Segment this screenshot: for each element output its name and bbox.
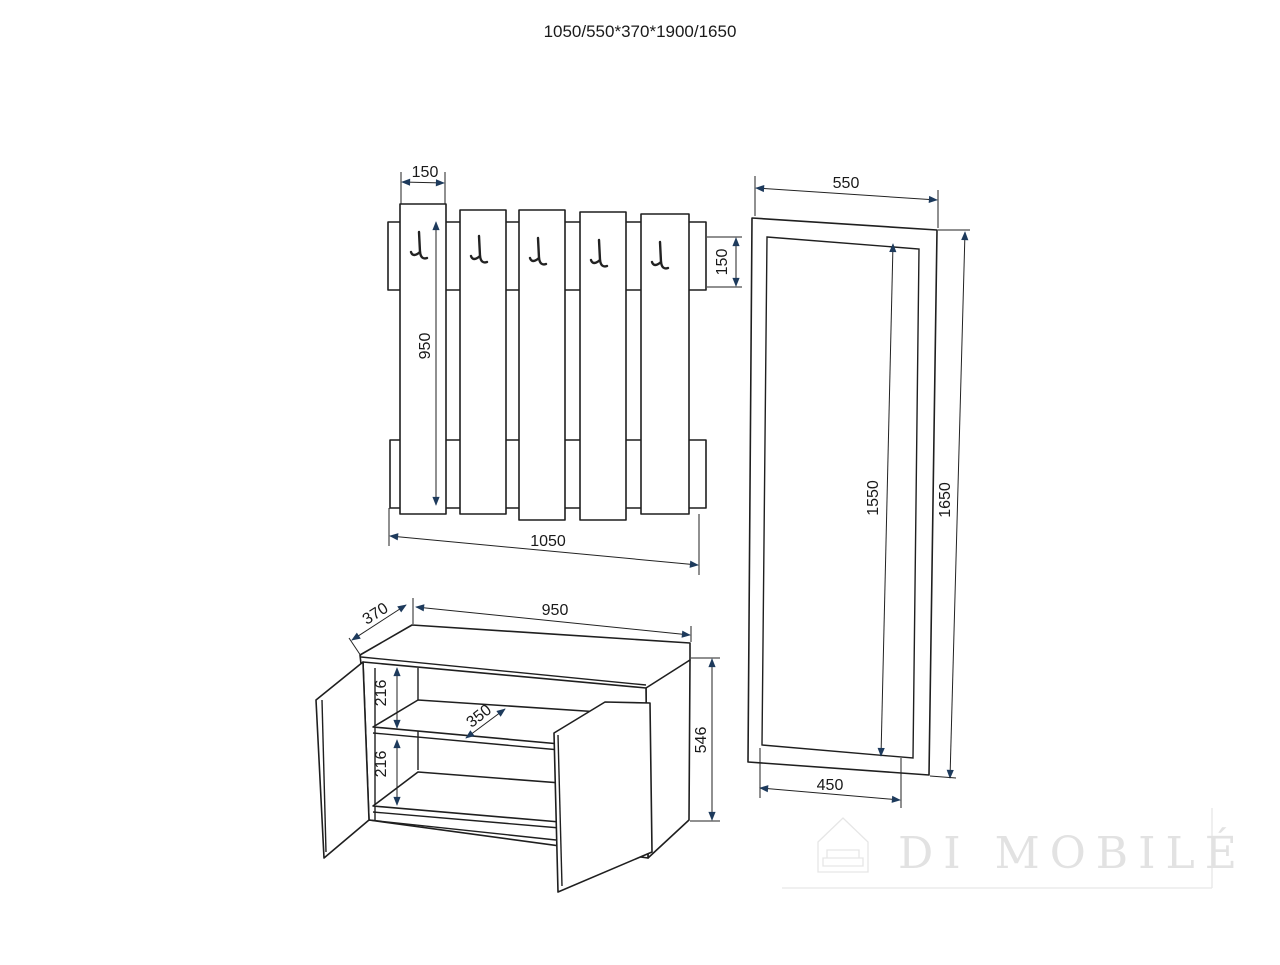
glass-height-label: 1550 [865, 480, 882, 516]
mirror-outer-frame [747, 217, 938, 776]
hanger-width-label: 1050 [530, 533, 566, 550]
panel-height-label: 950 [417, 333, 434, 360]
cabinet-width-dimension-line [415, 604, 691, 638]
brand-name: DI MOBILÉ [898, 826, 1247, 879]
shelf-depth-dimension-line [465, 708, 506, 739]
upper-gap-label: 216 [373, 680, 390, 707]
product-dimensions-title: 1050/550*370*1900/1650 [544, 22, 737, 41]
cabinet-depth-dimension-line [351, 604, 407, 641]
glass-height-dimension-line [877, 243, 897, 757]
cabinet-depth-label: 370 [360, 600, 392, 629]
panel-width-label: 150 [412, 164, 439, 181]
coat-hook-icon [650, 240, 670, 270]
mirror-glass [761, 236, 920, 759]
mirror: 550 450 1550 1650 [747, 175, 970, 808]
home-sofa-icon [817, 817, 869, 873]
coat-hook-icon [589, 238, 609, 268]
cabinet-height-label: 546 [693, 727, 710, 754]
glass-width-label: 450 [817, 777, 844, 794]
hanger-panel [518, 209, 566, 521]
wall-hanger: 150 150 950 1050 [387, 164, 742, 575]
cabinet-right-door [553, 701, 653, 893]
panel-width-dimension-line [401, 178, 445, 187]
mirror-width-dimension-line [755, 184, 938, 204]
coat-hook-icon [469, 234, 489, 264]
mirror-height-label: 1650 [937, 482, 954, 518]
mirror-width-label: 550 [833, 175, 860, 192]
hanger-width-dimension-line [389, 533, 699, 568]
hanger-panel [640, 213, 690, 515]
lower-gap-label: 216 [373, 751, 390, 778]
hanger-panel [579, 211, 627, 521]
cabinet-right-side [645, 659, 691, 859]
glass-width-dimension-line [759, 785, 901, 803]
coat-hook-icon [409, 230, 429, 260]
rail-height-label: 150 [714, 249, 731, 276]
brand-watermark: DI MOBILÉ [782, 808, 1247, 889]
mirror-height-dimension-line [946, 231, 969, 779]
shoe-cabinet: 370 950 546 216 216 350 [315, 598, 720, 893]
coat-hook-icon [528, 236, 548, 266]
cabinet-width-label: 950 [542, 602, 569, 619]
hanger-panel [459, 209, 507, 515]
cabinet-left-door [315, 661, 370, 859]
